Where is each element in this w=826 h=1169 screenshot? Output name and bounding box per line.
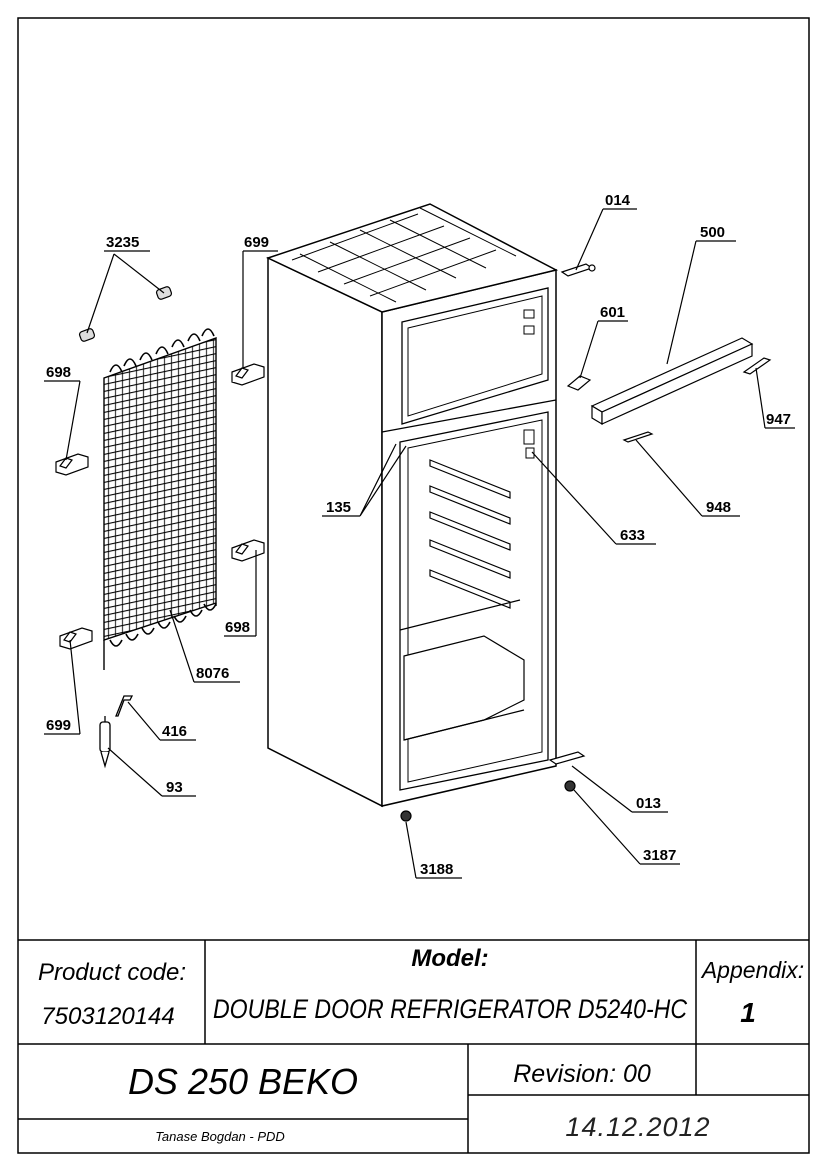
callout-698-left: 698 [46, 364, 71, 381]
callout-93: 93 [166, 779, 183, 796]
callout-labels: 3235 699 014 500 601 698 947 135 633 948… [46, 192, 791, 878]
hinge-parts [400, 263, 772, 822]
callout-8076: 8076 [196, 665, 229, 682]
callout-3188: 3188 [420, 861, 453, 878]
product-code-label: Product code: [38, 959, 186, 986]
product-code-value: 7503120144 [41, 1003, 174, 1030]
leader-lines [44, 208, 795, 879]
callout-699-bottom: 699 [46, 717, 71, 734]
ds-title: DS 250 BEKO [128, 1061, 358, 1102]
callout-699-top: 699 [244, 234, 269, 251]
cap-parts [78, 286, 173, 342]
appendix-value: 1 [740, 997, 756, 1028]
author: Tanase Bogdan - PDD [155, 1129, 285, 1144]
callout-500: 500 [700, 224, 725, 241]
refrigerator-cabinet [265, 203, 559, 808]
exploded-view: 3235 699 014 500 601 698 947 135 633 948… [44, 192, 795, 879]
callout-698-right: 698 [225, 619, 250, 636]
callout-013: 013 [636, 795, 661, 812]
filter-drier [99, 695, 134, 769]
callout-3187: 3187 [643, 847, 676, 864]
callout-947: 947 [766, 411, 791, 428]
callout-014: 014 [605, 192, 631, 209]
sheet-border [17, 17, 810, 1154]
model-value: DOUBLE DOOR REFRIGERATOR D5240-HC [213, 994, 687, 1024]
condenser-coil [103, 328, 217, 670]
date: 14.12.2012 [565, 1112, 710, 1142]
callout-601: 601 [600, 304, 625, 321]
appendix-label: Appendix: [700, 957, 804, 983]
callout-633: 633 [620, 527, 645, 544]
title-block [18, 939, 809, 1153]
callout-135: 135 [326, 499, 351, 516]
callout-948: 948 [706, 499, 731, 516]
callout-416: 416 [162, 723, 187, 740]
callout-3235: 3235 [106, 234, 139, 251]
model-label: Model: [411, 945, 488, 972]
clip-parts [55, 363, 265, 650]
revision: Revision: 00 [513, 1060, 651, 1088]
